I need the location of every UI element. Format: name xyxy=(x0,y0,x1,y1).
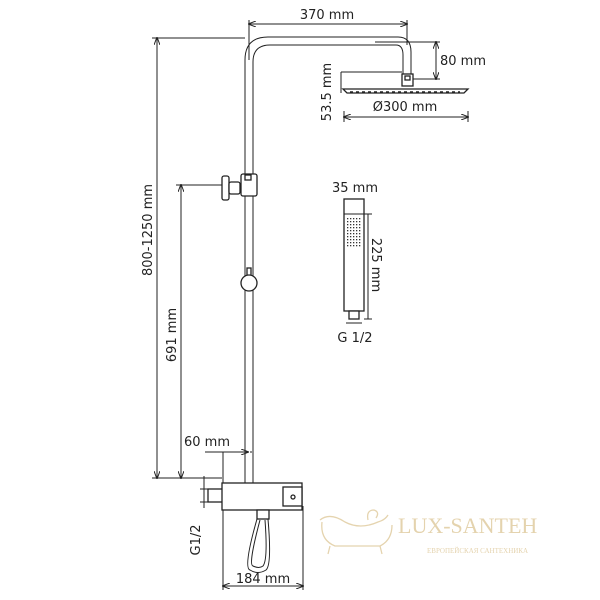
dim-hand-width-label: 35 mm xyxy=(332,181,378,196)
watermark-tagline: ЕВРОПЕЙСКАЯ САНТЕХНИКА xyxy=(427,547,528,555)
spray-nozzle xyxy=(350,230,352,232)
dim-total-height-label: 800-1250 mm xyxy=(141,184,156,276)
dim-mixer-width-label: 184 mm xyxy=(236,572,290,587)
height-stop-knob xyxy=(240,267,258,292)
spray-nozzle xyxy=(359,221,361,223)
spray-nozzle xyxy=(356,242,358,244)
spray-nozzle xyxy=(356,221,358,223)
thermostatic-mixer xyxy=(207,482,303,573)
dim-hand-length-label: 225 mm xyxy=(368,238,383,292)
spray-nozzle xyxy=(356,245,358,247)
dim-arm-length: 370 mm xyxy=(249,8,407,60)
spray-nozzle xyxy=(353,233,355,235)
spray-nozzle xyxy=(359,218,361,220)
spray-nozzle xyxy=(359,239,361,241)
dim-arm-drop: 80 mm xyxy=(375,42,486,79)
dim-total-height: 800-1250 mm xyxy=(141,38,245,478)
spray-nozzle xyxy=(356,230,358,232)
spray-nozzle xyxy=(353,227,355,229)
dim-head-diameter-label: Ø300 mm xyxy=(373,100,438,115)
spray-nozzle xyxy=(353,224,355,226)
overhead-shower-head xyxy=(341,73,470,94)
spray-nozzle xyxy=(353,245,355,247)
spray-nozzle xyxy=(350,245,352,247)
spray-nozzle xyxy=(347,221,349,223)
spray-nozzle xyxy=(356,236,358,238)
spray-nozzle xyxy=(353,236,355,238)
spray-nozzle xyxy=(356,227,358,229)
spray-nozzle xyxy=(347,224,349,226)
spray-nozzle xyxy=(347,230,349,232)
dim-hand-thread-label: G 1/2 xyxy=(337,331,372,346)
dim-hand-length: 225 mm xyxy=(364,213,383,320)
dim-head-height: 53.5 mm xyxy=(320,63,402,121)
spray-nozzle xyxy=(347,233,349,235)
dim-hand-thread: G 1/2 xyxy=(337,322,373,346)
dim-arm-drop-label: 80 mm xyxy=(440,54,486,69)
watermark-brand: LUX-SANTEH xyxy=(398,513,537,538)
dim-holder-height: 691 mm xyxy=(152,185,222,478)
spray-nozzle xyxy=(359,245,361,247)
spray-nozzle xyxy=(347,236,349,238)
dim-mixer-width: 184 mm xyxy=(223,506,303,590)
dim-hand-width: 35 mm xyxy=(332,181,378,196)
spray-nozzle xyxy=(347,239,349,241)
spray-nozzle xyxy=(353,239,355,241)
spray-nozzle xyxy=(356,239,358,241)
dim-mixer-inlet: G1/2 xyxy=(189,476,208,556)
spray-nozzle xyxy=(353,230,355,232)
dim-holder-height-label: 691 mm xyxy=(165,308,180,362)
spray-nozzle xyxy=(350,224,352,226)
spray-nozzle xyxy=(356,233,358,235)
spray-nozzle xyxy=(359,242,361,244)
spray-nozzle xyxy=(359,224,361,226)
spray-nozzle xyxy=(347,218,349,220)
spray-nozzle xyxy=(359,236,361,238)
dim-mixer-offset: 60 mm xyxy=(184,435,252,483)
spray-nozzle xyxy=(353,221,355,223)
riser-pipe xyxy=(244,36,412,485)
spray-nozzle xyxy=(350,218,352,220)
dim-mixer-offset-label: 60 mm xyxy=(184,435,230,450)
spray-nozzle xyxy=(359,230,361,232)
spray-nozzle xyxy=(356,218,358,220)
spray-nozzle xyxy=(347,227,349,229)
hand-shower xyxy=(343,198,365,320)
hand-shower-holder xyxy=(221,173,258,201)
dim-arm-length-label: 370 mm xyxy=(300,8,354,23)
lux-santeh-watermark-logo: LUX-SANTEH ЕВРОПЕЙСКАЯ САНТЕХНИКА xyxy=(319,509,537,555)
spray-nozzle xyxy=(350,227,352,229)
spray-nozzle xyxy=(353,242,355,244)
spray-nozzle xyxy=(350,233,352,235)
dim-head-height-label: 53.5 mm xyxy=(320,63,335,121)
spray-nozzle xyxy=(356,224,358,226)
spray-nozzle xyxy=(350,221,352,223)
spray-nozzle xyxy=(350,242,352,244)
spray-nozzle xyxy=(347,242,349,244)
spray-nozzle xyxy=(359,233,361,235)
spray-nozzle xyxy=(350,239,352,241)
dim-head-diameter: Ø300 mm xyxy=(344,100,468,122)
spray-nozzle xyxy=(347,245,349,247)
spray-nozzle xyxy=(350,236,352,238)
dim-mixer-inlet-label: G1/2 xyxy=(189,525,204,556)
spray-nozzle xyxy=(359,227,361,229)
spray-nozzle xyxy=(353,218,355,220)
